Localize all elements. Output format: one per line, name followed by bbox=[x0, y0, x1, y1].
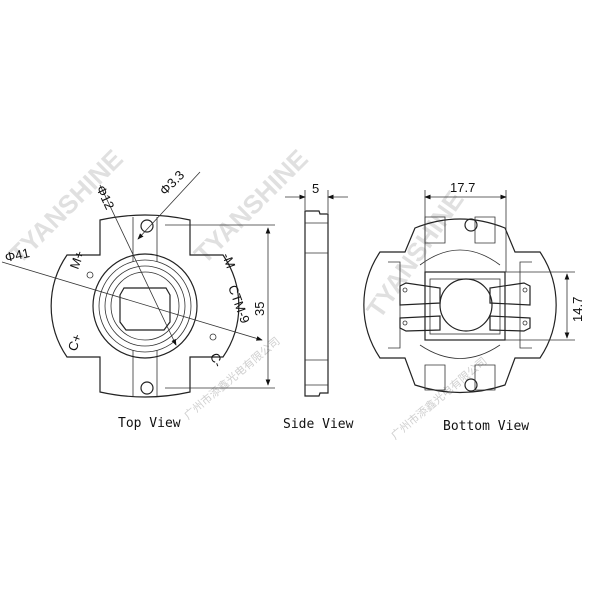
top-view-plate-outline bbox=[50, 214, 240, 398]
dim-outer-diameter: Φ41 bbox=[4, 245, 31, 265]
bottom-view-title: Bottom View bbox=[443, 419, 529, 434]
led-cavity bbox=[119, 287, 171, 331]
dim-height-bottom: 14.7 bbox=[570, 297, 585, 322]
top-view-title: Top View bbox=[118, 416, 181, 431]
dim-height: 35 bbox=[252, 302, 267, 316]
svg-text:TYANSHINE: TYANSHINE bbox=[360, 185, 469, 323]
marking-m-minus: -M bbox=[219, 251, 238, 270]
marking-m-plus: M+ bbox=[67, 249, 87, 271]
dim-hole-diameter: Φ3.3 bbox=[157, 167, 188, 198]
marking-model: CTM-9 bbox=[225, 283, 253, 325]
mount-hole-top bbox=[140, 219, 154, 233]
watermark: TYANSHINE TYANSHINE TYANSHINE 广州市添鑫光电有限公… bbox=[3, 143, 490, 442]
led-lens bbox=[439, 278, 493, 332]
marking-c-plus: C+ bbox=[65, 332, 85, 353]
side-view: 5 Side View bbox=[283, 181, 354, 432]
marking-c-minus: C- bbox=[207, 351, 226, 369]
bottom-view: 17.7 14.7 Bottom View bbox=[363, 180, 585, 434]
side-view-title: Side View bbox=[283, 417, 354, 432]
dim-inner-diameter: Φ12 bbox=[93, 183, 117, 212]
mount-hole-bottom bbox=[140, 381, 154, 395]
dim-width: 17.7 bbox=[450, 180, 475, 195]
dim-thickness: 5 bbox=[312, 181, 319, 196]
svg-text:广州市添鑫光电有限公司: 广州市添鑫光电有限公司 bbox=[181, 334, 283, 423]
svg-text:TYANSHINE: TYANSHINE bbox=[188, 143, 314, 269]
